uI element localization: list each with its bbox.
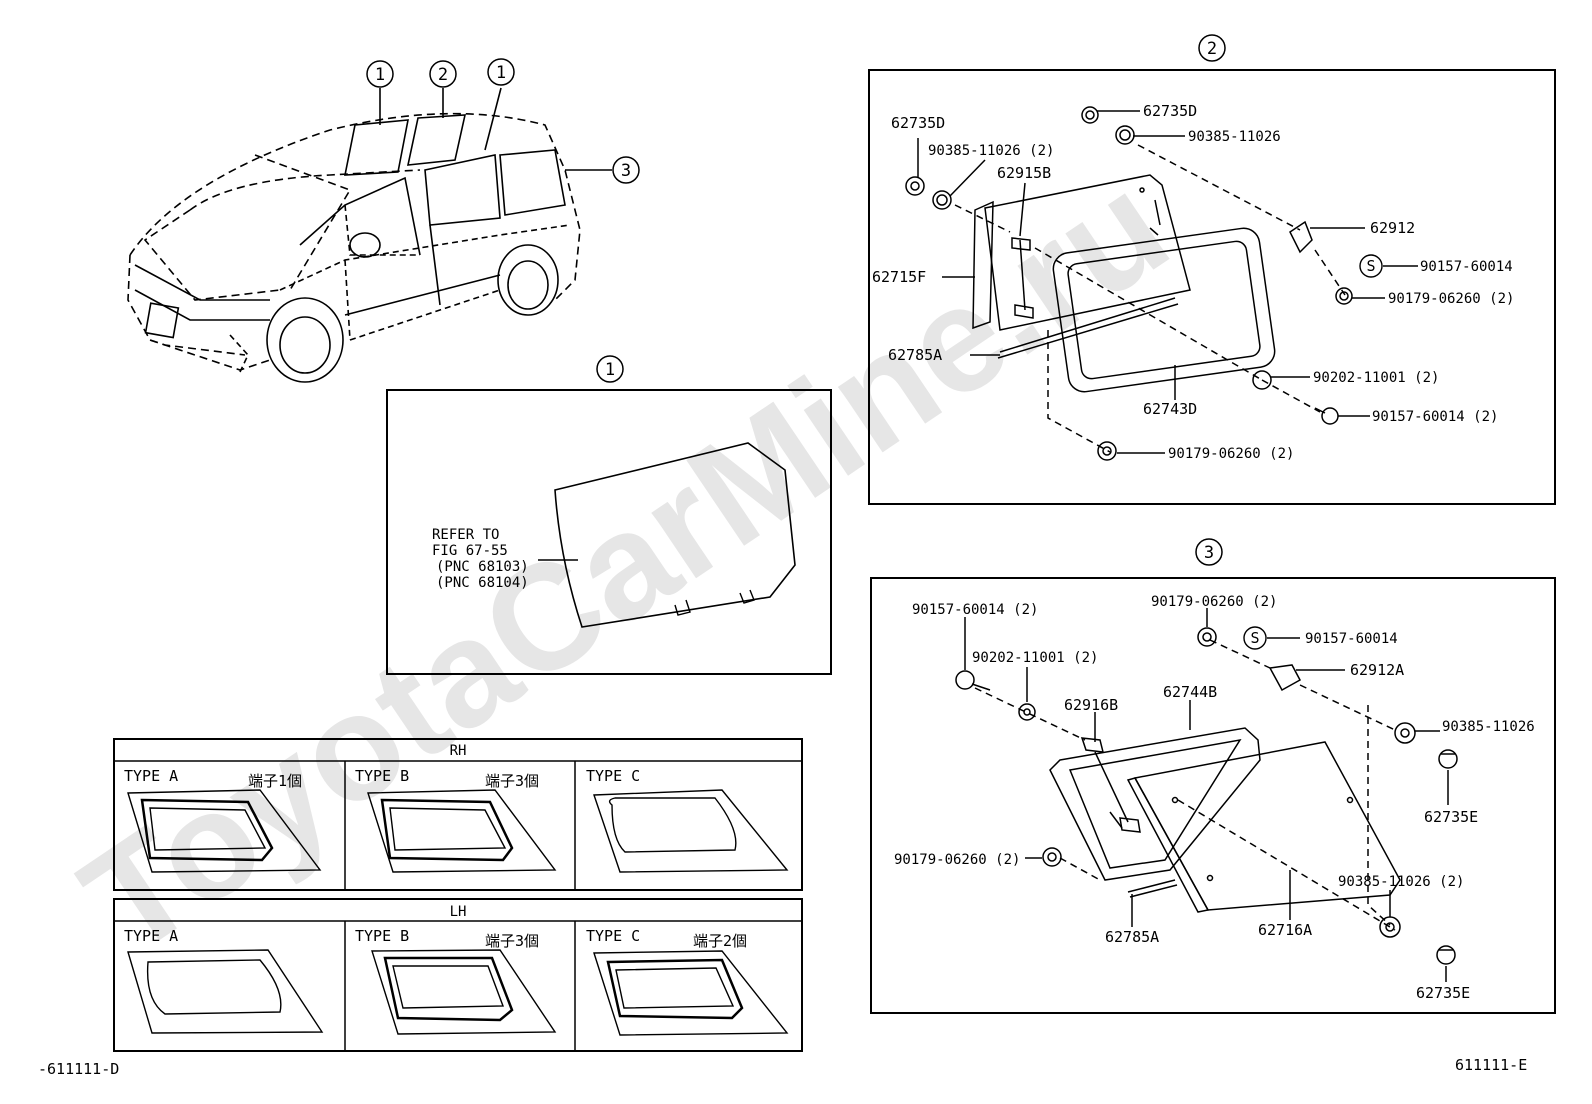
lh-type-c-note: 端子2個 (693, 932, 747, 950)
svg-text:1: 1 (375, 65, 385, 85)
s3-label-62744B: 62744B (1163, 683, 1217, 701)
s2-label-90157-60014: 90157-60014 (1420, 259, 1513, 275)
s2-label-62912: 62912 (1370, 219, 1415, 237)
lh-type-c-label: TYPE C (586, 927, 640, 945)
section-1-box (386, 389, 832, 675)
s3-s-mark: S (1250, 629, 1259, 647)
type-sketches (127, 789, 789, 1036)
rh-header: RH (450, 743, 467, 759)
rh-type-c-label: TYPE C (586, 767, 640, 785)
footer-right-code: 611111-E (1455, 1056, 1527, 1074)
overview-callout-1a: 1 (366, 60, 394, 88)
lh-type-b-note: 端子3個 (485, 932, 539, 950)
lh-header: LH (450, 904, 467, 920)
s2-label-62735D-top: 62735D (1143, 102, 1197, 120)
section-2-parts-art (905, 106, 1418, 461)
s3-label-62785A: 62785A (1105, 928, 1159, 946)
types-table (113, 738, 803, 1052)
section-1-note-line-3: (PNC 68103) (436, 559, 529, 575)
overview-callout-3: 3 (612, 156, 640, 184)
s2-label-90202-11001: 90202-11001 (2) (1313, 370, 1439, 386)
section-1-note-line-2: FIG 67-55 (432, 543, 508, 559)
overview-callout-2: 2 (429, 60, 457, 88)
s3-label-90385-11026-bottom: 90385-11026 (2) (1338, 874, 1464, 890)
section-2: 2 (868, 34, 1556, 505)
s2-label-90385-11026-top: 90385-11026 (1188, 129, 1281, 145)
door-glass-shape (554, 442, 796, 628)
section-2-number: 2 (1207, 39, 1217, 59)
overview-callout-1b: 1 (487, 58, 515, 86)
s3-label-90157-60014-right: 90157-60014 (1305, 631, 1398, 647)
s3-label-62735E-top: 62735E (1424, 808, 1478, 826)
s3-label-62916B: 62916B (1064, 696, 1118, 714)
s3-label-90202-11001: 90202-11001 (2) (972, 650, 1098, 666)
svg-text:3: 3 (621, 161, 631, 181)
section-1-note-line-4: (PNC 68104) (436, 575, 529, 591)
section-1-note-line-1: REFER TO (432, 527, 499, 543)
lh-type-a-label: TYPE A (124, 927, 178, 945)
car-overview-illustration (127, 87, 612, 383)
s2-label-62915B: 62915B (997, 164, 1051, 182)
s2-s-mark: S (1366, 257, 1375, 275)
s2-label-90179-06260-right: 90179-06260 (2) (1388, 291, 1514, 307)
rh-type-a-note: 端子1個 (248, 772, 302, 790)
rh-type-b-label: TYPE B (355, 767, 409, 785)
s3-label-90157-60014-left: 90157-60014 (2) (912, 602, 1038, 618)
lh-type-b-label: TYPE B (355, 927, 409, 945)
section-1-number: 1 (605, 360, 615, 380)
s3-label-90179-06260-left: 90179-06260 (2) (894, 852, 1020, 868)
section-3-box (870, 577, 1556, 1014)
rh-type-a-label: TYPE A (124, 767, 178, 785)
s3-label-90385-11026-top: 90385-11026 (1442, 719, 1535, 735)
s2-label-62785A: 62785A (888, 346, 942, 364)
rh-type-b-note: 端子3個 (485, 772, 539, 790)
s3-label-62735E-bottom: 62735E (1416, 984, 1470, 1002)
s2-label-62735D-left: 62735D (891, 114, 945, 132)
svg-text:1: 1 (496, 63, 506, 83)
section-2-box (868, 69, 1556, 505)
footer-left-code: -611111-D (38, 1060, 119, 1078)
s2-label-90179-06260-bottom: 90179-06260 (2) (1168, 446, 1294, 462)
s2-label-62743D: 62743D (1143, 400, 1197, 418)
section-3-parts-art (955, 608, 1458, 982)
s2-label-62715F: 62715F (872, 268, 926, 286)
section-3: 3 (870, 538, 1556, 1014)
svg-text:2: 2 (438, 65, 448, 85)
s3-label-62912A: 62912A (1350, 661, 1404, 679)
s3-label-62716A: 62716A (1258, 921, 1312, 939)
section-1-number-circle (596, 355, 624, 383)
section-1: 1 REFER TO FIG 67-55 (PNC 68103) (PNC 68… (386, 355, 832, 675)
s2-label-90157-60014-bottom: 90157-60014 (2) (1372, 409, 1498, 425)
s2-label-90385-11026-left: 90385-11026 (2) (928, 143, 1054, 159)
section-3-number: 3 (1204, 543, 1214, 563)
s3-label-90179-06260-top: 90179-06260 (2) (1151, 594, 1277, 610)
